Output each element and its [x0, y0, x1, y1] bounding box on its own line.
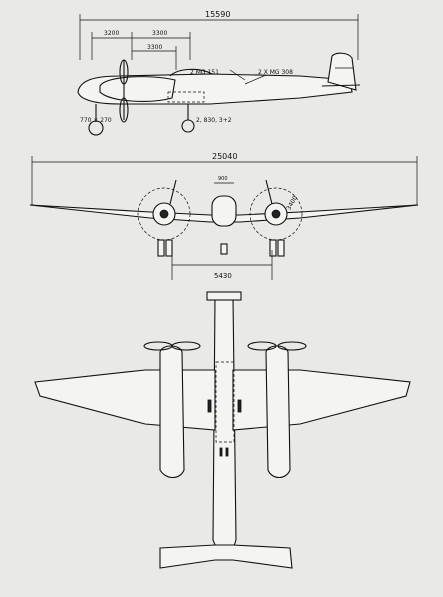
dim-prop-spacing: 5430: [214, 272, 232, 280]
dim-fuselage-width: 900: [218, 176, 228, 182]
dim-wingspan: 25040: [212, 152, 237, 161]
side-view: 15590 3200 3300 3300 2 MG: [77, 10, 361, 136]
dim-side-seg1: 3200: [104, 30, 119, 37]
plan-view: [34, 291, 411, 569]
label-gun-2: 2 X MG 308: [258, 69, 293, 76]
dim-side-seg3: 3300: [147, 44, 162, 51]
dim-side-seg2: 3300: [152, 30, 167, 37]
label-prop: 3400: [285, 195, 299, 212]
front-view: 25040 900 3400 5430: [29, 152, 419, 280]
label-bomb-load: 2, 830, 3+2: [196, 117, 232, 124]
dim-side-overall: 15590: [205, 10, 230, 19]
label-gun-1: 2 MG 151: [190, 69, 219, 76]
label-wheel-size: 770 × 270: [80, 117, 112, 124]
